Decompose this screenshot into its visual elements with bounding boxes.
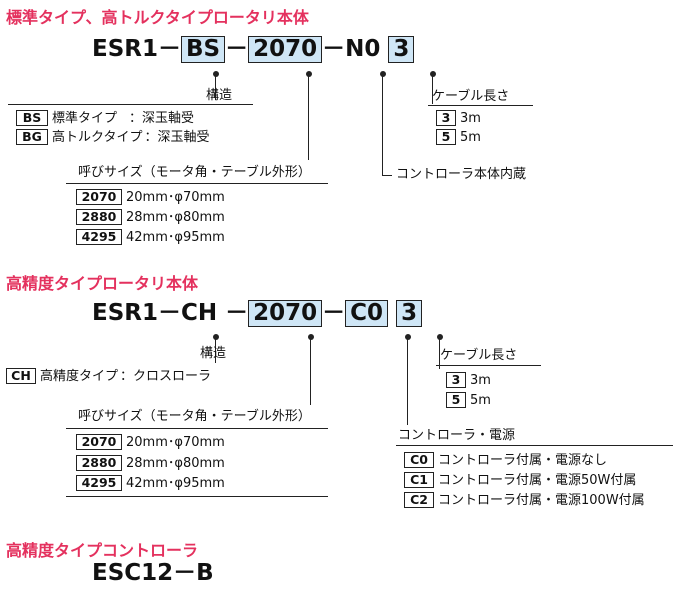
size-option: 4295 42mm･φ95mm — [76, 475, 225, 492]
model-prefix: ESR1 — [92, 300, 158, 326]
cable-title: ケーブル長さ — [432, 89, 510, 104]
controller-title: コントローラ・電源 — [398, 428, 516, 443]
option-desc: 42mm･φ95mm — [126, 230, 225, 245]
connector-dot — [405, 334, 411, 340]
option-desc: 20mm･φ70mm — [126, 435, 225, 450]
section-heading-precision: 高精度タイプロータリ本体 — [6, 274, 199, 293]
option-desc: 28mm･φ80mm — [126, 210, 225, 225]
connector-dot — [213, 334, 219, 340]
structure-option: CH 高精度タイプ：クロスローラ — [6, 368, 211, 385]
size-option: 2880 28mm･φ80mm — [76, 455, 225, 472]
option-desc: 3m — [460, 111, 481, 126]
controller-option: C0 コントローラ付属・電源なし — [404, 452, 607, 469]
option-code: 2070 — [76, 434, 122, 450]
option-name: 標準タイプ — [52, 111, 118, 126]
model-dash: － — [225, 36, 249, 62]
option-desc: 20mm･φ70mm — [126, 190, 225, 205]
section-heading-standard: 標準タイプ、高トルクタイプロータリ本体 — [6, 8, 309, 27]
option-code: 2880 — [76, 209, 122, 225]
controller-note: コントローラ本体内蔵 — [396, 167, 527, 182]
option-code: 3 — [446, 372, 466, 388]
connector-dot — [437, 334, 443, 340]
cable-option: 5 5m — [446, 392, 491, 409]
model-code-standard: ESR1－BS－2070－N0 3 — [92, 36, 415, 63]
option-code: 4295 — [76, 229, 122, 245]
model-dash: － — [158, 36, 181, 62]
option-desc: 5m — [460, 130, 481, 145]
controller-option: C1 コントローラ付属・電源50W付属 — [404, 472, 636, 489]
option-bearing: ：深玉軸受 — [129, 111, 195, 126]
option-name: 高トルクタイプ — [52, 130, 143, 145]
cable-title: ケーブル長さ — [440, 348, 518, 363]
option-code: CH — [6, 368, 36, 384]
option-desc: コントローラ付属・電源なし — [438, 453, 608, 468]
option-code: 2880 — [76, 455, 122, 471]
model-dash: － — [322, 300, 346, 326]
model-code-precision: ESR1－CH －2070－C0 3 — [92, 300, 423, 327]
cable-option: 5 5m — [436, 129, 481, 146]
option-bearing: ：クロスローラ — [120, 369, 212, 384]
size-option: 2070 20mm･φ70mm — [76, 434, 225, 451]
option-desc: コントローラ付属・電源100W付属 — [438, 493, 645, 508]
connector-dot — [308, 334, 314, 340]
option-code: 5 — [446, 392, 466, 408]
structure-option: BS 標準タイプ ：深玉軸受 — [16, 110, 194, 127]
size-option: 2070 20mm･φ70mm — [76, 189, 225, 206]
structure-code-box: BS — [181, 36, 226, 63]
option-code: 3 — [436, 110, 456, 126]
size-option: 2880 28mm･φ80mm — [76, 209, 225, 226]
structure-title: 構造 — [206, 88, 233, 103]
option-desc: 5m — [470, 393, 491, 408]
option-desc: 3m — [470, 373, 491, 388]
model-dash: － — [158, 300, 181, 326]
connector-dot — [380, 71, 386, 77]
option-desc: コントローラ付属・電源50W付属 — [438, 473, 637, 488]
section-heading-controller: 高精度タイプコントローラ — [6, 541, 199, 560]
option-desc: 42mm･φ95mm — [126, 476, 225, 491]
cable-code-box: 3 — [396, 300, 423, 327]
structure-code: CH — [181, 300, 218, 326]
option-code: C2 — [404, 492, 434, 508]
controller-code: N0 — [345, 36, 381, 62]
controller-code-box: C0 — [345, 300, 389, 327]
option-code: 2070 — [76, 189, 122, 205]
size-code-box: 2070 — [248, 300, 323, 327]
connector-dot — [306, 71, 312, 77]
option-code: C0 — [404, 452, 434, 468]
size-title: 呼びサイズ（モータ角・テーブル外形） — [78, 409, 311, 424]
option-code: 4295 — [76, 475, 122, 491]
model-code-controller: ESC12－B — [92, 560, 214, 586]
option-bearing: ：深玉軸受 — [144, 130, 210, 145]
size-option: 4295 42mm･φ95mm — [76, 229, 225, 246]
cable-option: 3 3m — [446, 372, 491, 389]
cable-code-box: 3 — [388, 36, 415, 63]
option-name: 高精度タイプ — [40, 369, 119, 384]
option-code: C1 — [404, 472, 434, 488]
option-code: BS — [16, 110, 48, 126]
controller-option: C2 コントローラ付属・電源100W付属 — [404, 492, 645, 509]
size-code-box: 2070 — [248, 36, 323, 63]
model-prefix: ESR1 — [92, 36, 158, 62]
option-desc: 28mm･φ80mm — [126, 456, 225, 471]
connector-dot — [430, 71, 436, 77]
structure-title: 構造 — [200, 346, 227, 361]
structure-option: BG 高トルクタイプ：深玉軸受 — [16, 129, 210, 146]
connector-dot — [213, 71, 219, 77]
option-code: 5 — [436, 129, 456, 145]
model-dash: － — [322, 36, 346, 62]
size-title: 呼びサイズ（モータ角・テーブル外形） — [78, 165, 311, 180]
cable-option: 3 3m — [436, 110, 481, 127]
model-dash: － — [225, 300, 249, 326]
option-code: BG — [16, 129, 48, 145]
